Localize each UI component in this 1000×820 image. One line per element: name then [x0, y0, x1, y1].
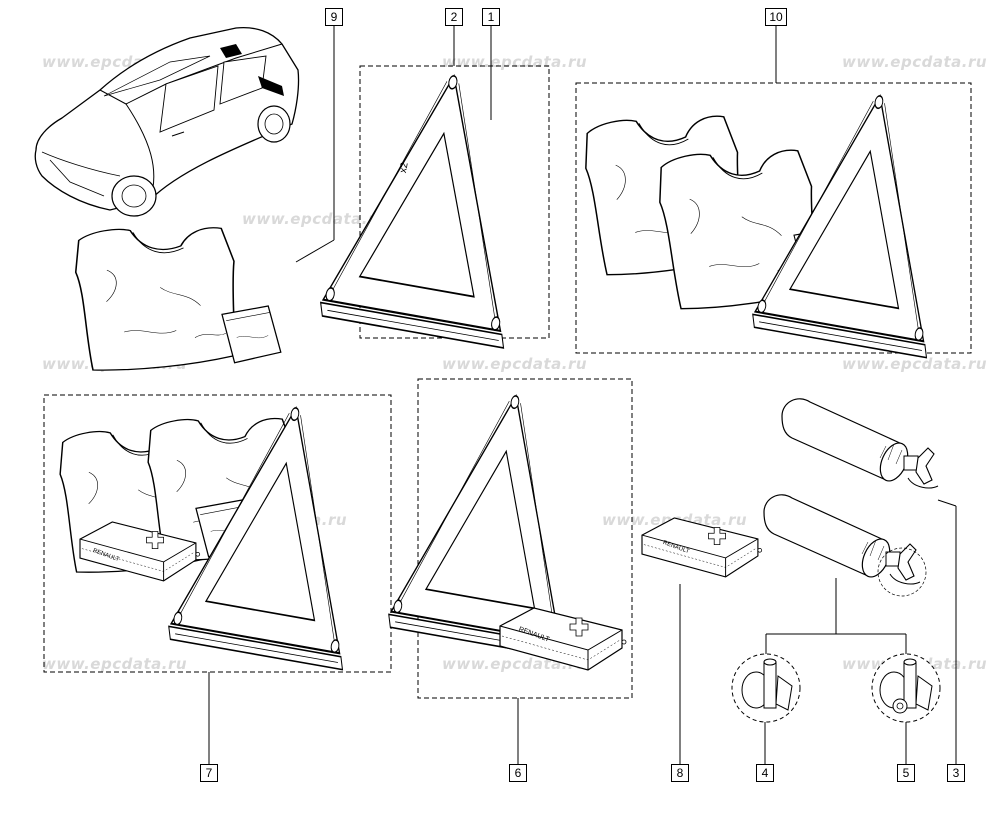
first-aid-kit-icon: [641, 517, 763, 578]
callout-8[interactable]: 8: [671, 764, 689, 782]
callout-1[interactable]: 1: [482, 8, 500, 26]
warning-triangle-icon: [385, 379, 607, 659]
car-icon: [34, 26, 300, 217]
callout-2[interactable]: 2: [445, 8, 463, 26]
first-aid-kit-icon: [499, 607, 627, 671]
quantity-label: x2: [398, 161, 411, 174]
group-box-6: [417, 378, 633, 699]
leader-lines: [208, 26, 957, 764]
callout-5[interactable]: 5: [897, 764, 915, 782]
fire-extinguisher-icon: [763, 494, 921, 585]
callout-9[interactable]: 9: [325, 8, 343, 26]
warning-triangle-icon: [317, 58, 550, 349]
bracket-detail-icon: [871, 653, 941, 723]
callout-4[interactable]: 4: [756, 764, 774, 782]
bracket-detail-icon: [731, 653, 801, 723]
fire-extinguisher-icon: [781, 398, 939, 489]
safety-vest-icon: [72, 220, 242, 374]
callout-10[interactable]: 10: [765, 8, 787, 26]
callout-3[interactable]: 3: [947, 764, 965, 782]
group-box-10: [575, 82, 972, 354]
callout-6[interactable]: 6: [509, 764, 527, 782]
callout-7[interactable]: 7: [200, 764, 218, 782]
